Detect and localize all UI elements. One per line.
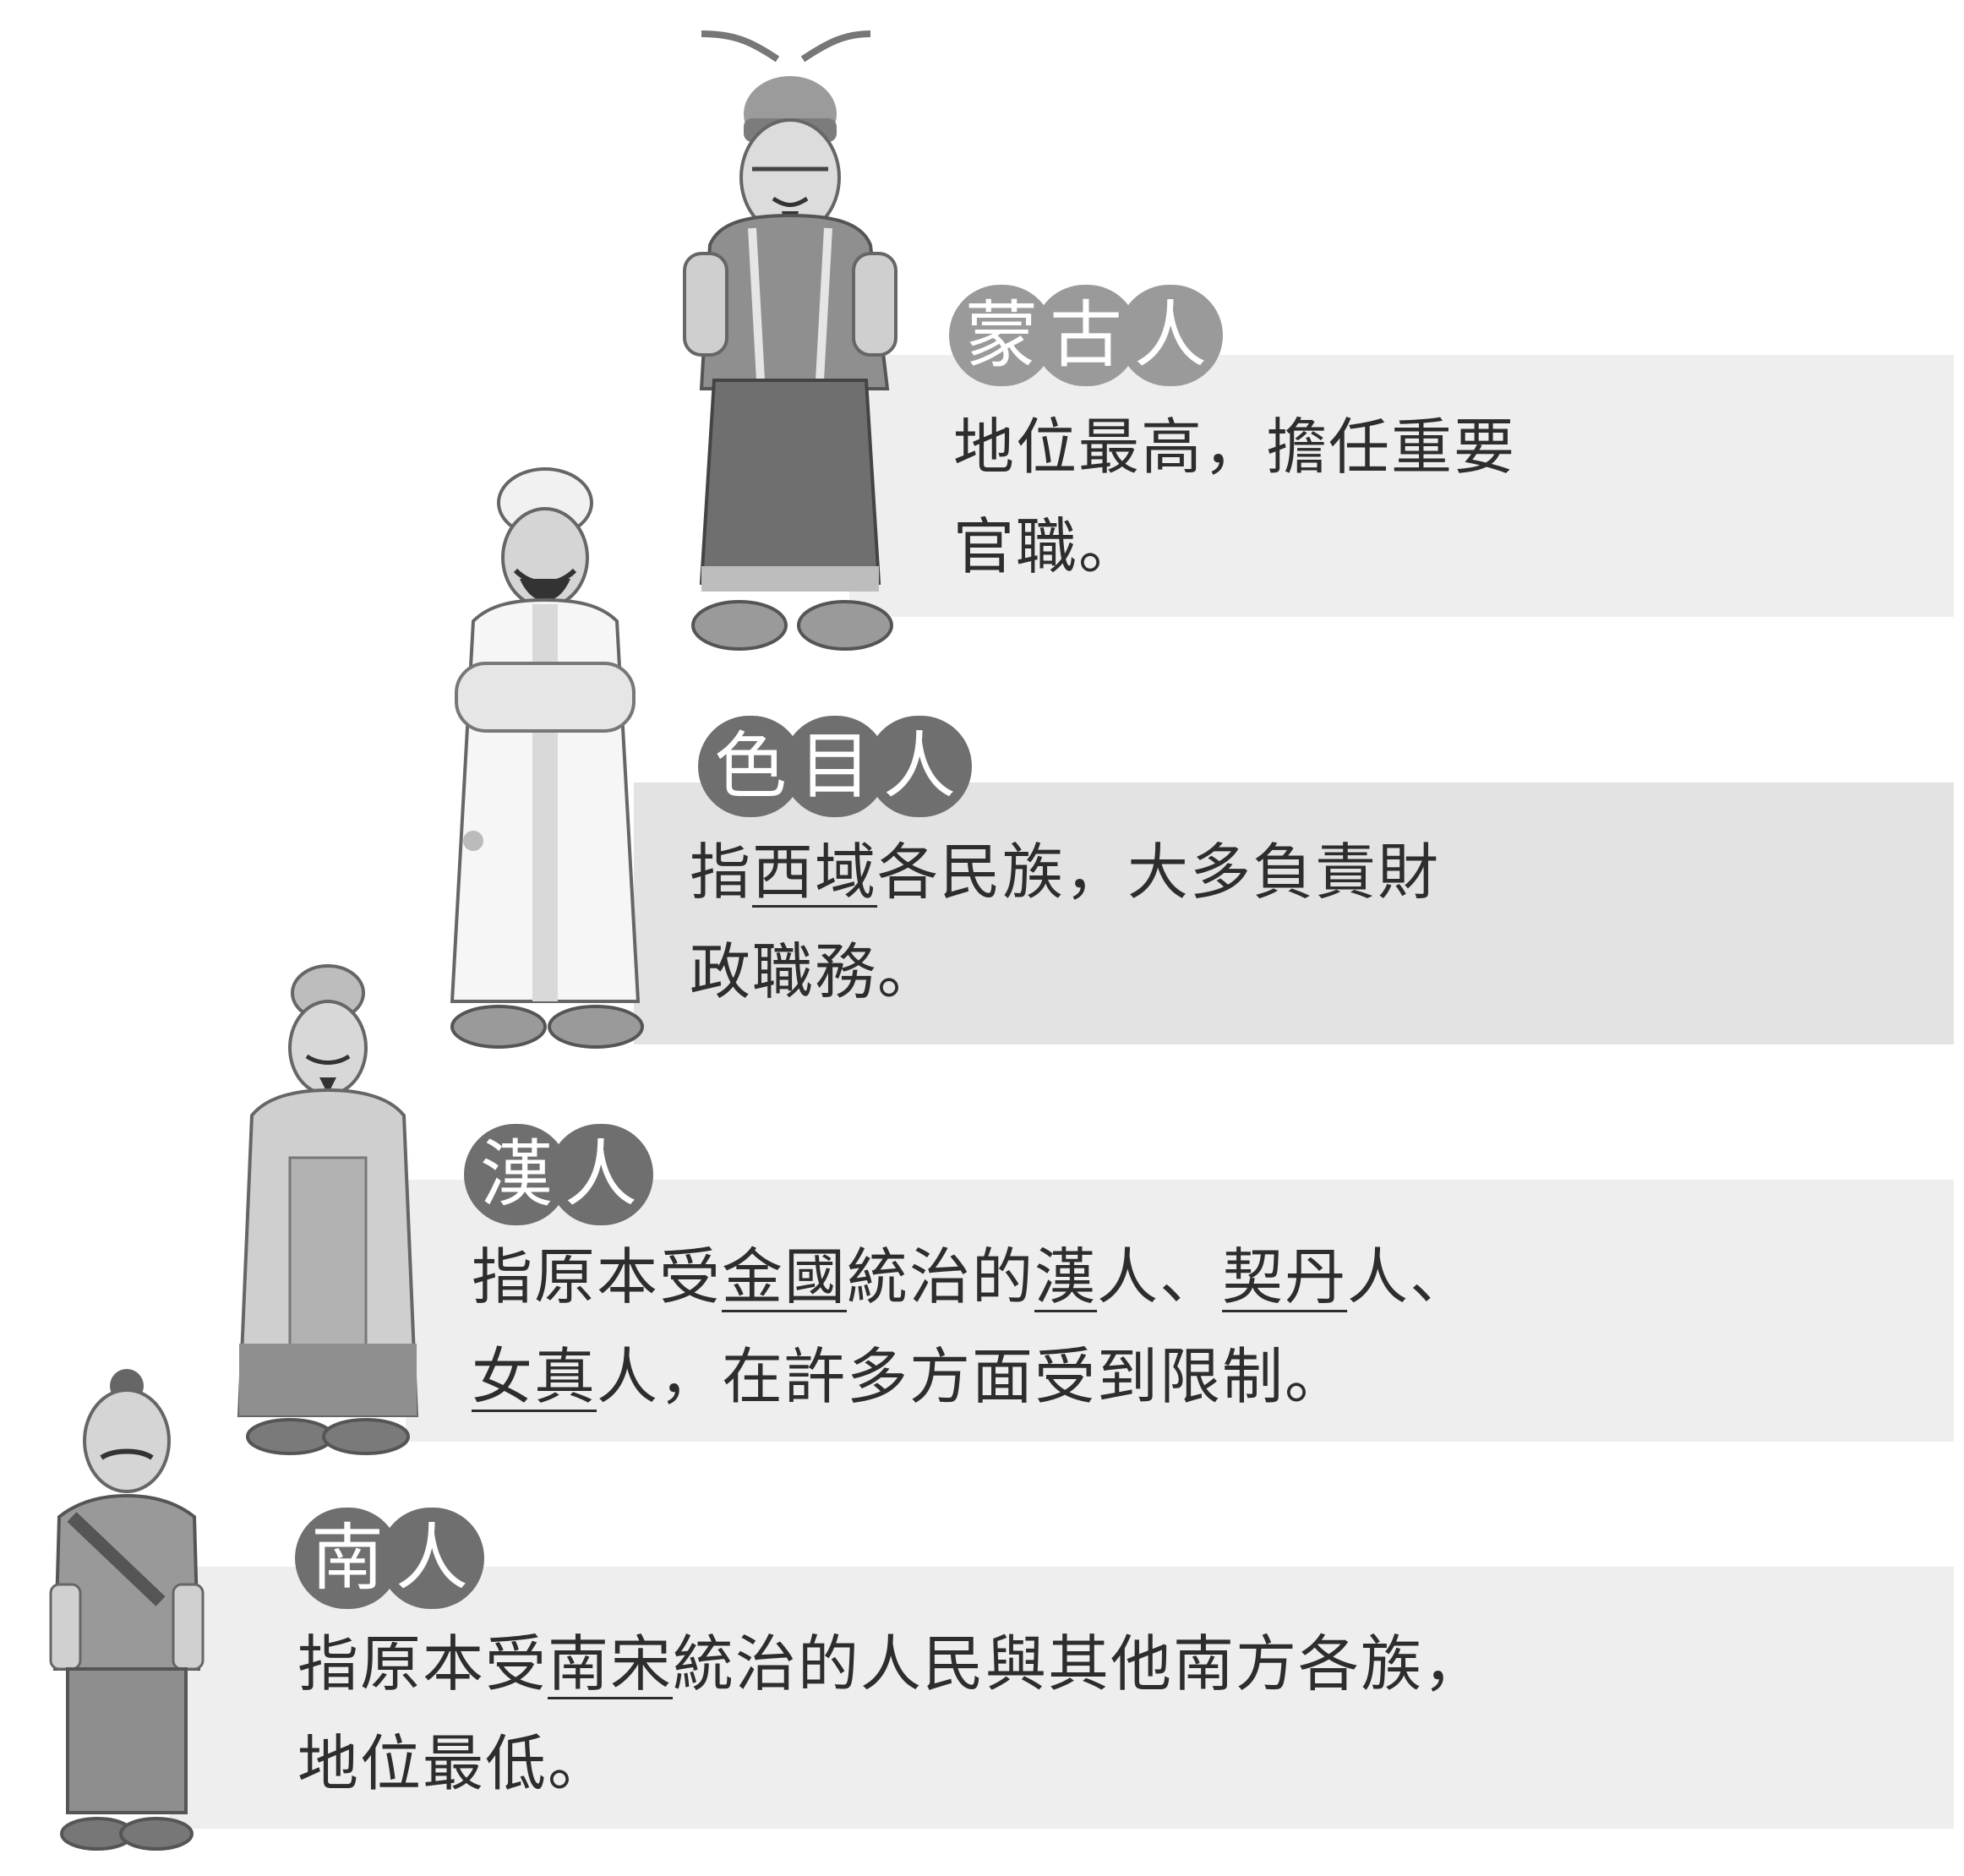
- desc-segment: 官職。: [953, 511, 1142, 582]
- badge-char: 古: [1034, 285, 1138, 386]
- desc-segment: 指原本受: [297, 1628, 548, 1699]
- badge-char: 目: [783, 716, 887, 817]
- desc-segment-underlined: 金國: [722, 1241, 848, 1312]
- desc-segment-underlined: 南宋: [548, 1628, 674, 1699]
- desc-mongol: 地位最高，擔任重要 官職。: [953, 397, 1516, 597]
- desc-segment: 人、: [1097, 1241, 1223, 1312]
- desc-segment: 各民族，大多負責財: [877, 837, 1441, 908]
- desc-segment-underlined: 漢: [1034, 1241, 1098, 1312]
- desc-line: 女真人，在許多方面受到限制。: [472, 1327, 1472, 1426]
- desc-segment: 政職務。: [690, 936, 941, 1007]
- desc-segment: 地位最低。: [297, 1728, 611, 1799]
- desc-line: 指原本受金國統治的漢人、契丹人、: [472, 1227, 1472, 1327]
- badge-char: 人: [867, 716, 972, 817]
- badge-mongol: 蒙 古 人: [949, 285, 1223, 386]
- desc-segment: 統治的人民與其他南方各族，: [673, 1628, 1487, 1699]
- desc-line: 地位最低。: [297, 1714, 1486, 1813]
- desc-segment-underlined: 契丹: [1222, 1241, 1348, 1312]
- desc-segment: 地位最高，擔任重要: [953, 412, 1517, 483]
- badge-char: 人: [379, 1508, 484, 1609]
- desc-segment: 人，在許多方面受到限制。: [597, 1341, 1348, 1412]
- tier-panel-mongol: [849, 355, 1954, 617]
- desc-segment: 統治的: [847, 1241, 1035, 1312]
- tier-panel-han: [406, 1180, 1954, 1442]
- desc-line: 官職。: [953, 497, 1516, 597]
- badge-nanren: 南 人: [295, 1508, 484, 1609]
- badge-char: 人: [548, 1124, 653, 1225]
- desc-segment-underlined: 西域: [752, 837, 878, 908]
- mongol-figure-illustration: [651, 25, 938, 659]
- badge-han: 漢 人: [464, 1124, 653, 1225]
- tier-panel-nanren: [169, 1567, 1954, 1829]
- desc-line: 政職務。: [690, 922, 1440, 1022]
- desc-line: 地位最高，擔任重要: [953, 397, 1516, 497]
- desc-line: 指西域各民族，大多負責財: [690, 822, 1440, 922]
- desc-line: 指原本受南宋統治的人民與其他南方各族，: [297, 1614, 1486, 1714]
- semu-figure-illustration: [439, 461, 659, 1052]
- badge-char: 南: [295, 1508, 400, 1609]
- desc-segment-underlined: 女真: [472, 1341, 597, 1412]
- han-figure-illustration: [226, 955, 429, 1462]
- desc-segment: 人、: [1347, 1241, 1473, 1312]
- desc-nanren: 指原本受南宋統治的人民與其他南方各族， 地位最低。: [297, 1614, 1486, 1813]
- badge-char: 人: [1118, 285, 1223, 386]
- desc-semu: 指西域各民族，大多負責財 政職務。: [690, 822, 1440, 1022]
- desc-han: 指原本受金國統治的漢人、契丹人、 女真人，在許多方面受到限制。: [472, 1227, 1472, 1426]
- desc-segment: 指: [690, 837, 753, 908]
- tier-panel-semu: [634, 783, 1954, 1044]
- nanren-figure-illustration: [34, 1365, 220, 1863]
- badge-semu: 色 目 人: [698, 716, 972, 817]
- desc-segment: 指原本受: [472, 1241, 723, 1312]
